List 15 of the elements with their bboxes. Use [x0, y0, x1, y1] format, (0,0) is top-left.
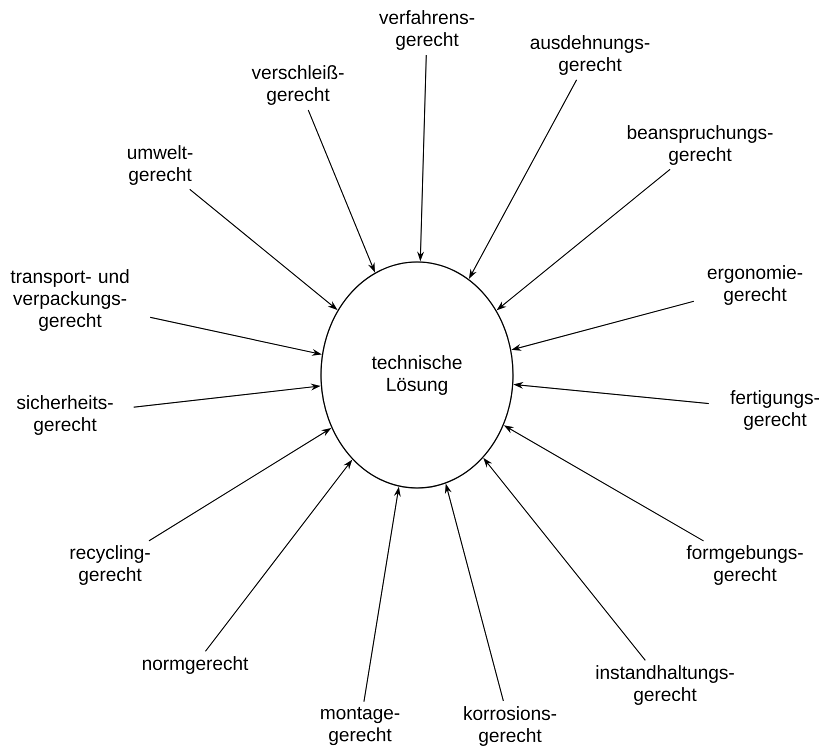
label-text: recycling- gerecht [70, 545, 150, 585]
label-text: ergonomie- gerecht [708, 265, 802, 305]
label-text: normgerecht [142, 656, 248, 674]
label-text: beanspruchungs- gerecht [628, 125, 773, 165]
label-text: formgebungs- gerecht [686, 545, 803, 585]
label-text: instandhaltungs- gerecht [596, 665, 734, 705]
label-text: umwelt- gerecht [128, 145, 192, 185]
label-text: ausdehnungs- gerecht [530, 35, 650, 75]
label-text: fertigungs- gerecht [730, 390, 820, 430]
label-text: korrosions- gerecht [464, 706, 556, 746]
label-text: transport- und verpackungs- gerecht [10, 269, 128, 331]
label-text: verschleiß- gerecht [252, 65, 344, 105]
label-text: montage- gerecht [321, 706, 400, 746]
label-text: sicherheits- gerecht [16, 395, 113, 435]
label-text: verfahrens- gerecht [379, 10, 474, 50]
